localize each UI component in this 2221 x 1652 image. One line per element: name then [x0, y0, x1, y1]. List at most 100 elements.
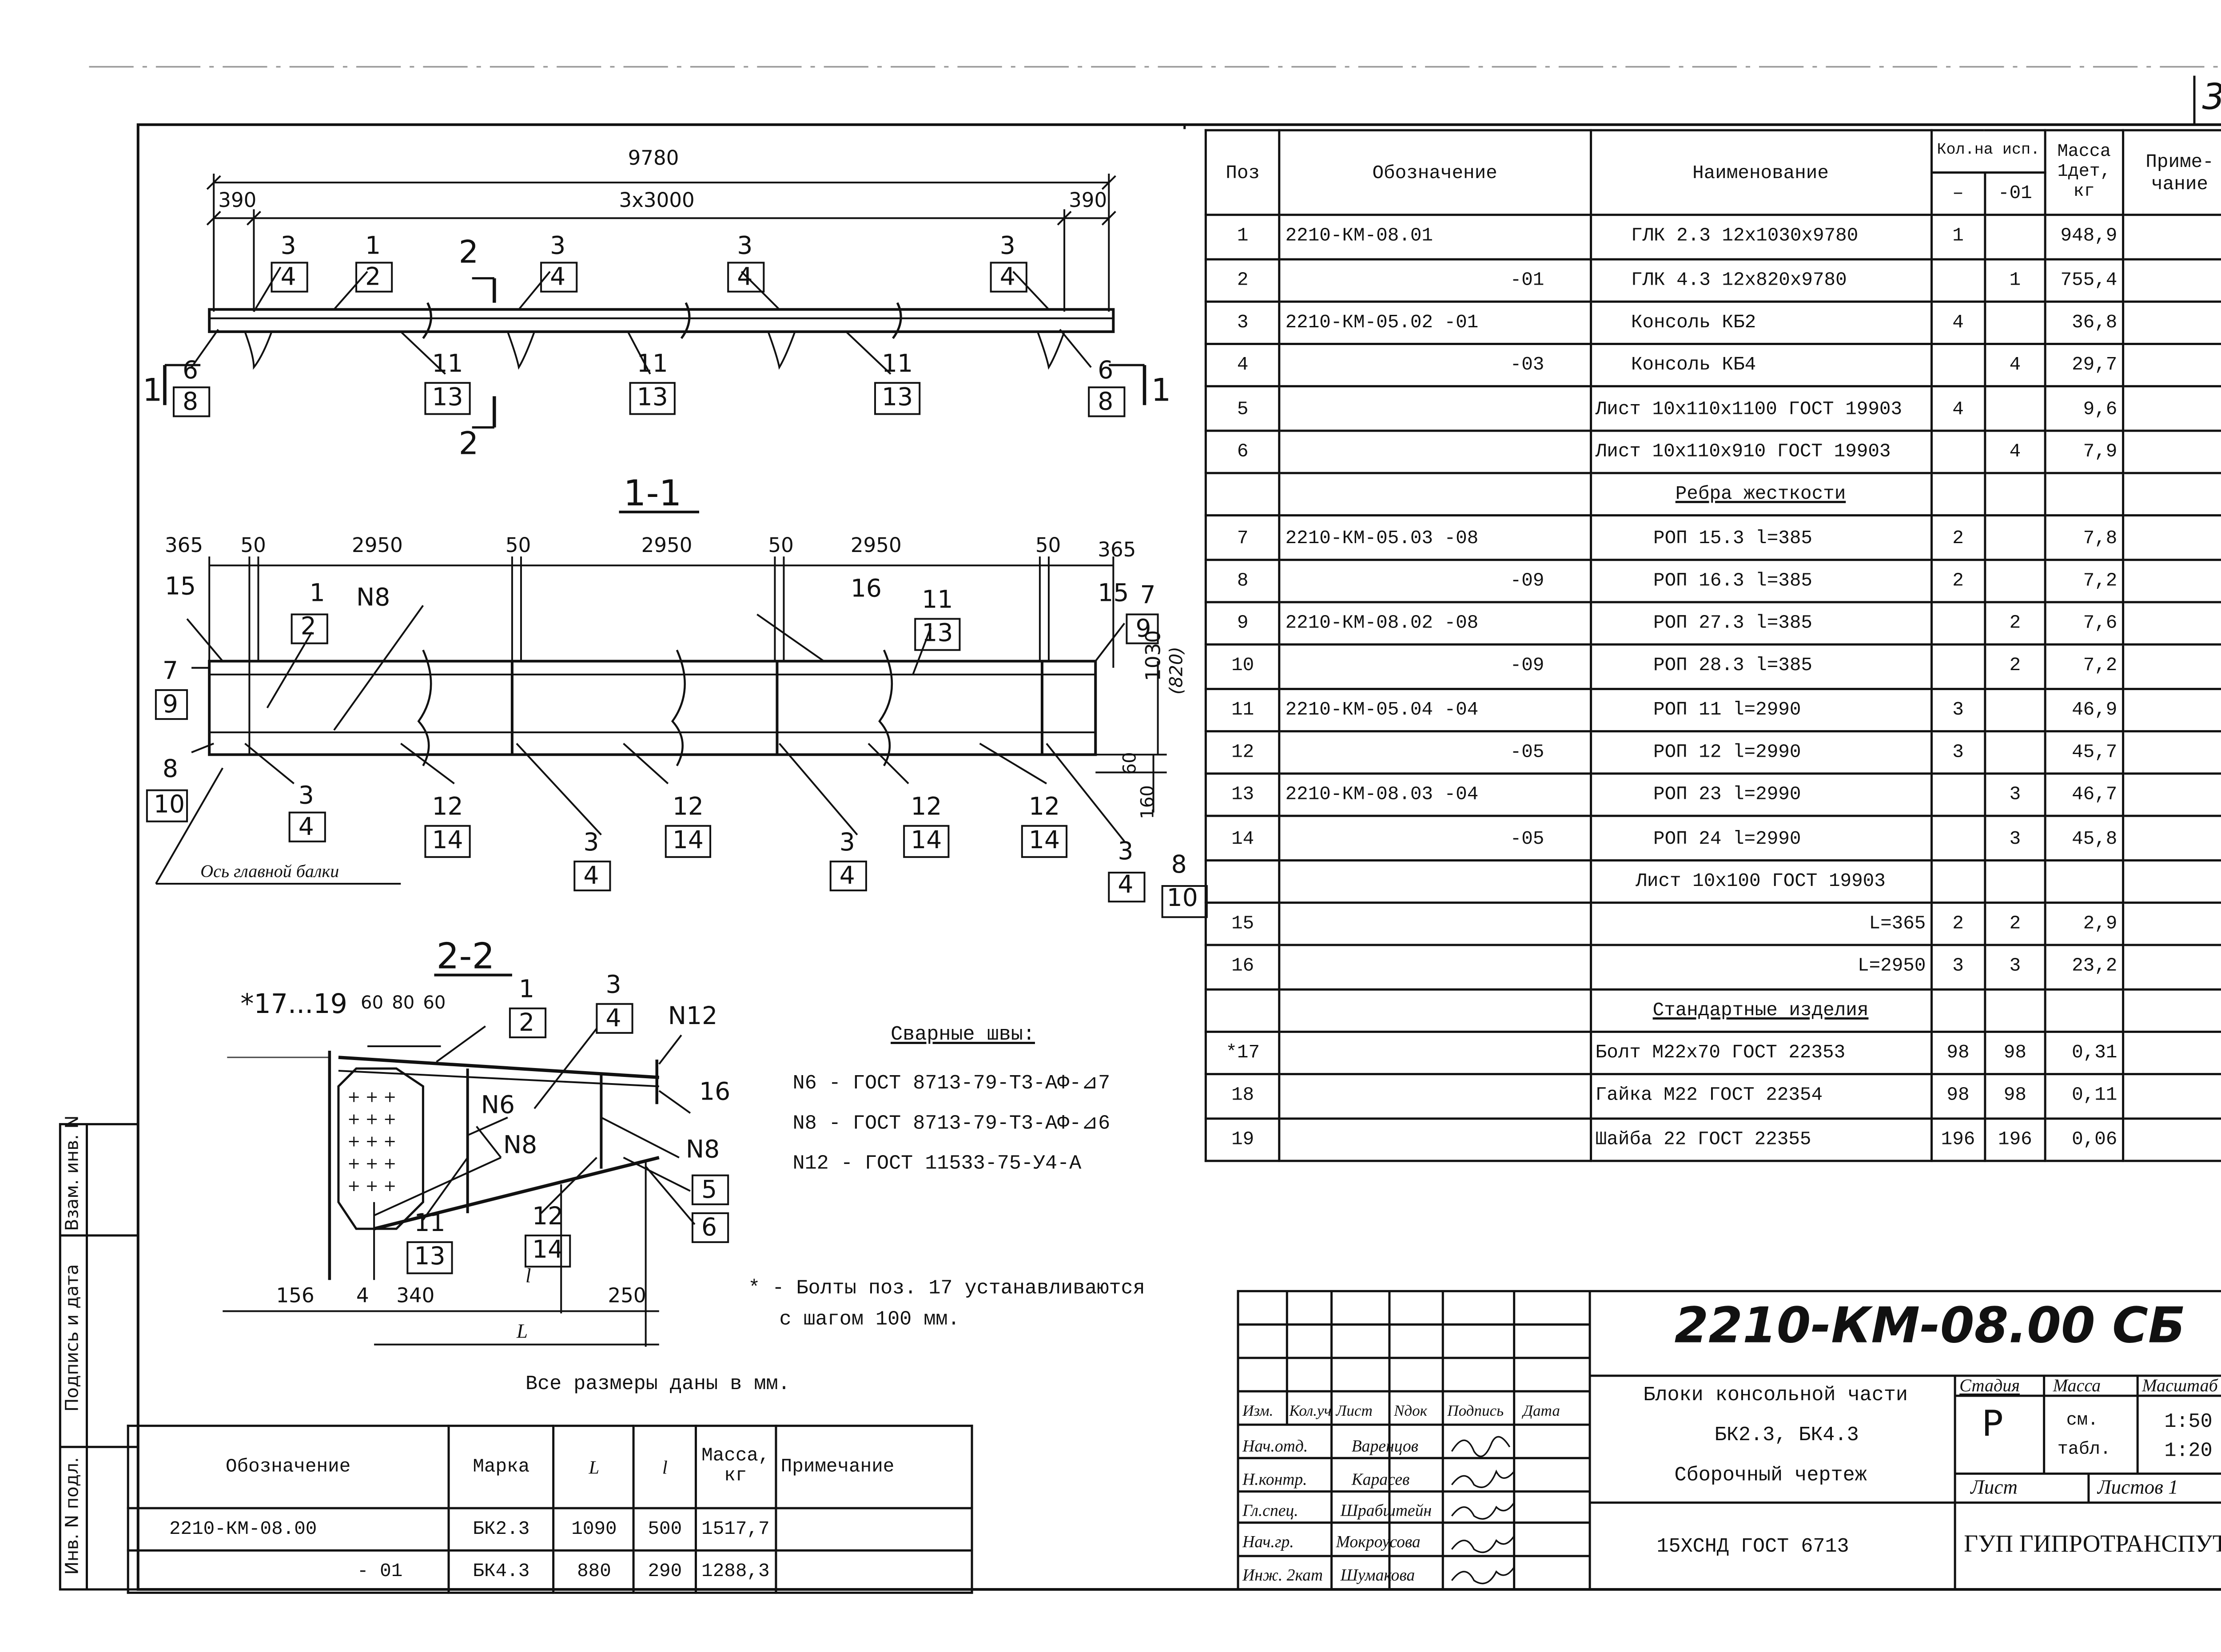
person: Варенцов: [1351, 1436, 1419, 1456]
s22-dim-bottom: l: [525, 1264, 531, 1287]
sheet-number-divider: [2193, 75, 2196, 125]
s22-label: 6: [701, 1213, 717, 1243]
plan-label: 11: [637, 349, 668, 379]
s22-label: 2: [518, 1008, 535, 1037]
s11-label: 14: [432, 826, 463, 855]
section-marker-2: 2: [458, 427, 479, 463]
s22-label: 14: [532, 1235, 564, 1265]
s22-label: 3: [605, 970, 621, 1000]
plan-label: 3: [550, 231, 566, 261]
plan-dim-right: 390: [1069, 191, 1107, 214]
s22-dim-bottom: 4: [356, 1287, 369, 1309]
bolts-note-line1: * - Болты поз. 17 устанавливаются: [748, 1278, 1145, 1300]
s22-dim-bottom: 340: [396, 1287, 435, 1309]
spec-header-mass: Масса 1дет, кг: [2044, 129, 2124, 217]
plan-dim-total: 9780: [628, 149, 679, 171]
s11-label: 14: [911, 826, 942, 855]
dimensions-note: Все размеры даны в мм.: [525, 1373, 790, 1396]
mass-value-1: см.: [2066, 1411, 2098, 1432]
s11-label: 8: [162, 755, 179, 784]
plan-label: 4: [550, 262, 566, 292]
mass-header: Масса: [2053, 1375, 2101, 1396]
s22-dim-L: L: [516, 1320, 528, 1342]
s22-label: 11: [414, 1208, 446, 1238]
rev-header: Nдок: [1393, 1402, 1428, 1421]
role: Гл.спец.: [1242, 1500, 1298, 1521]
s11-label: 14: [1028, 826, 1060, 855]
plan-label: 1: [365, 231, 381, 261]
plan-label: 8: [1098, 387, 1114, 417]
s11-label: 12: [911, 792, 942, 822]
marks-header-mark: Марка: [447, 1425, 556, 1509]
plan-label: 4: [999, 262, 1015, 292]
marks-header-l: l: [633, 1425, 697, 1509]
s22-dim-top: 80: [392, 993, 415, 1013]
s11-label: 7: [162, 656, 179, 686]
s11-label: 1: [309, 579, 325, 608]
s11-label: 15: [164, 572, 196, 601]
scale-value-2: 1:20: [2164, 1440, 2213, 1463]
plan-label: 6: [183, 356, 199, 385]
scale-header: Масштаб: [2142, 1375, 2218, 1396]
title-line-2: БК2.3, БК4.3: [1714, 1425, 1859, 1447]
table-row: Лист 10x100 ГОСТ 19903: [1204, 858, 2221, 904]
sheet-header: Лист: [1970, 1476, 2018, 1498]
plan-label: 11: [882, 349, 913, 379]
stamp-original-inventory: Инв. N подл.: [62, 1457, 83, 1575]
s11-label: 9: [1135, 614, 1151, 643]
plan-label: 3: [280, 231, 296, 261]
stamp-replaced-inventory: Взам. инв. N: [62, 1115, 83, 1231]
mass-value-2: табл.: [2057, 1440, 2111, 1461]
s22-dim-top: 60: [361, 993, 384, 1013]
rev-header: Изм.: [1242, 1402, 1274, 1421]
s11-label: 3: [583, 828, 599, 857]
welds-title: Сварные швы:: [891, 1024, 1035, 1046]
sheet-number: 38: [2202, 75, 2221, 118]
s11-label: 4: [583, 861, 599, 891]
plan-label: 3: [999, 231, 1015, 261]
weld-line: N8 - ГОСТ 8713-79-Т3-АФ-⊿6: [792, 1113, 1110, 1136]
s11-label: 12: [1028, 792, 1060, 822]
marks-header-note: Примечание: [774, 1425, 973, 1509]
plan-dim-mid: 3x3000: [619, 191, 695, 214]
weld-line: N6 - ГОСТ 8713-79-Т3-АФ-⊿7: [792, 1073, 1110, 1096]
title-line-1: Блоки консольной части: [1643, 1384, 1908, 1407]
svg-text:+ + +: + + +: [347, 1177, 396, 1195]
person: Мокроусова: [1336, 1531, 1421, 1552]
s22-label: N8: [685, 1135, 720, 1164]
section-11-title: 1-1: [623, 472, 682, 514]
rev-header: Дата: [1523, 1402, 1560, 1421]
s22-label: 13: [414, 1242, 446, 1271]
s11-label: 10: [153, 790, 185, 819]
s11-label: 12: [432, 792, 463, 822]
organization: ГУП ГИПРОТРАНСПУТЬ: [1964, 1531, 2221, 1558]
s11-label: 3: [1118, 837, 1134, 866]
s11-label: 3: [298, 781, 314, 810]
main-beam-axis-label: Ось главной балки: [200, 861, 339, 882]
plan-label: 3: [737, 231, 753, 261]
s22-label: 4: [605, 1004, 621, 1033]
spec-header-qty-a: –: [1930, 171, 1986, 217]
s11-dim: 2950: [850, 536, 902, 559]
rev-header: Подпись: [1447, 1402, 1504, 1421]
spec-header-designation: Обозначение: [1278, 129, 1591, 217]
role: Нач.отд.: [1242, 1436, 1308, 1456]
s11-label: 8: [1171, 850, 1187, 880]
s11-dim: 50: [240, 536, 266, 559]
s11-label: 2: [300, 612, 316, 641]
